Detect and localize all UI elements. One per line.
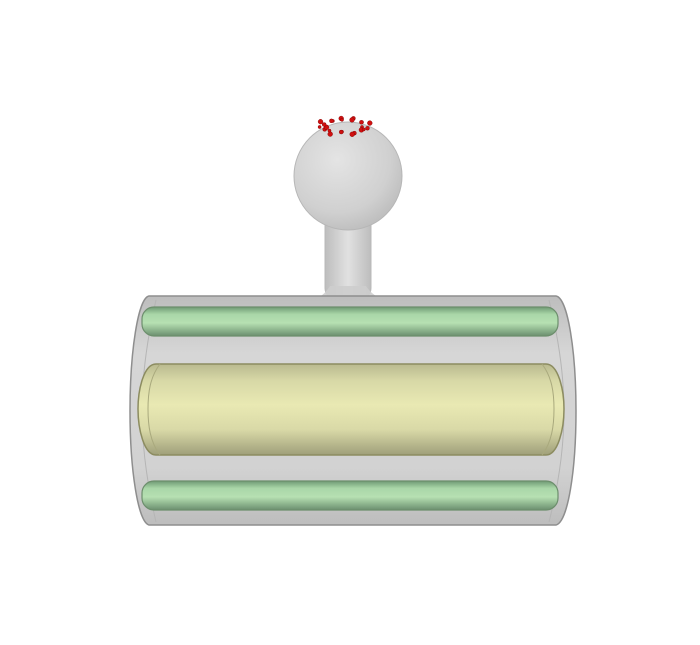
red-marker [329,118,334,124]
red-marker [317,119,324,125]
red-marker [340,118,344,122]
red-marker [349,117,355,123]
red-marker [327,131,333,137]
red-marker [327,128,332,133]
bottom-rod [141,480,559,511]
bulb [293,121,403,231]
red-marker [361,127,366,132]
red-marker [365,126,370,131]
red-marker [367,120,373,126]
knob [293,121,403,301]
red-marker [359,120,364,125]
inner-tube [137,363,565,456]
red-marker [322,122,327,127]
red-markers [317,115,373,137]
side-rods [141,306,559,511]
red-marker [317,125,322,129]
red-marker [349,131,355,137]
inner-tube-body [137,363,565,456]
red-marker [339,129,344,135]
top-rod [141,306,559,337]
